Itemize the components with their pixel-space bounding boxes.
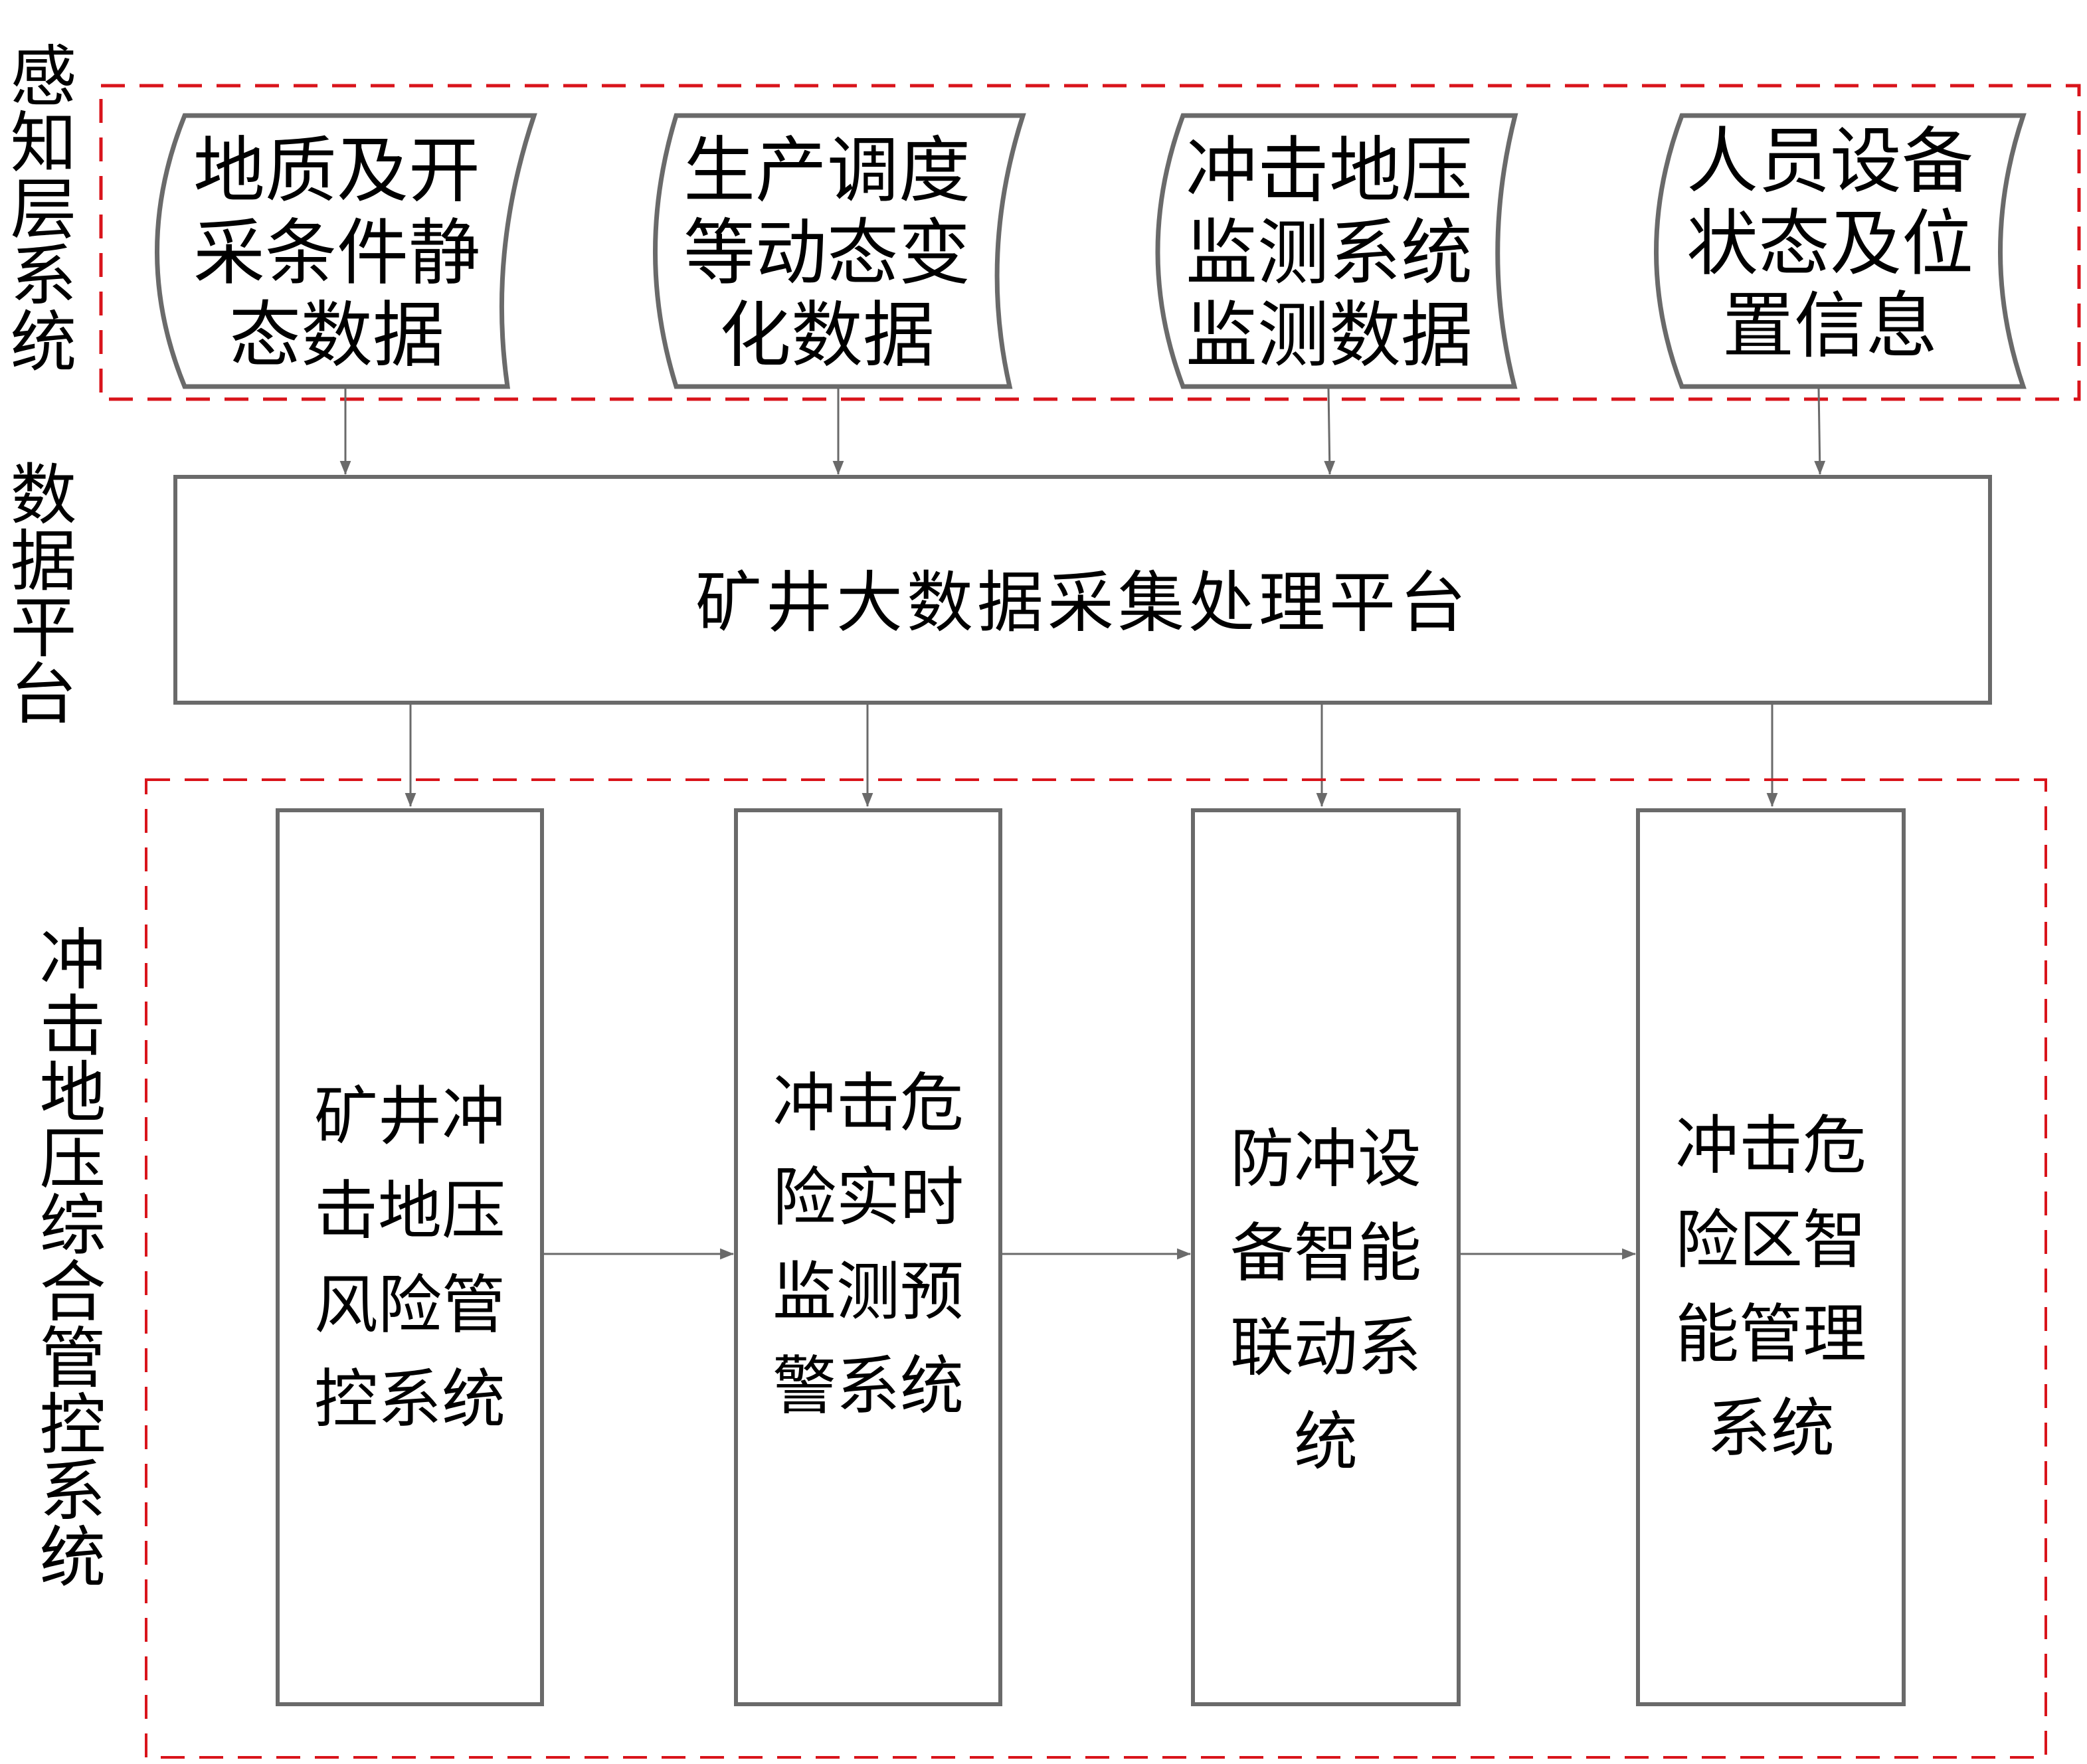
system-label-realtime-warning: 冲击危 险实时 监测预 警系统	[772, 1066, 964, 1423]
system-label-equipment-linkage: 防冲设 备智能 联动系 统	[1230, 1122, 1421, 1479]
system-label-hazard-zone: 冲击危 险区智 能管理 系统	[1675, 1108, 1866, 1466]
arrow-source4-to-platform	[1814, 387, 1826, 476]
control-system-group	[145, 778, 2047, 1759]
source-label-monitoring: 冲击地压 监测系统 监测数据	[1185, 130, 1473, 377]
platform-label: 矿井大数据采集处理平台	[695, 564, 1470, 642]
system-box-1	[276, 808, 544, 1706]
data-platform-label: 数据平台	[0, 460, 76, 725]
arrow-source3-to-platform	[1324, 387, 1336, 476]
source-label-production: 生产调度 等动态变 化数据	[683, 130, 970, 377]
source-doc-shape-2	[653, 113, 1026, 389]
source-doc-shape-4	[1654, 113, 2027, 389]
platform-box	[173, 475, 1992, 705]
control-system-label: 冲击地压综合管控系统	[28, 925, 106, 1589]
system-box-3	[1191, 808, 1461, 1706]
source-label-personnel: 人员设备 状态及位 置信息	[1686, 120, 1973, 368]
system-box-2	[734, 808, 1002, 1706]
perception-layer-label: 感知层系统	[0, 41, 76, 373]
source-doc-shape-3	[1155, 113, 1518, 389]
system-label-risk-control: 矿井冲 击地压 风险管 控系统	[314, 1079, 505, 1437]
source-label-geology: 地质及开 采条件静 态数据	[193, 130, 480, 377]
perception-layer-group	[99, 84, 2081, 401]
system-box-4	[1636, 808, 1906, 1706]
source-doc-shape-1	[155, 113, 537, 389]
